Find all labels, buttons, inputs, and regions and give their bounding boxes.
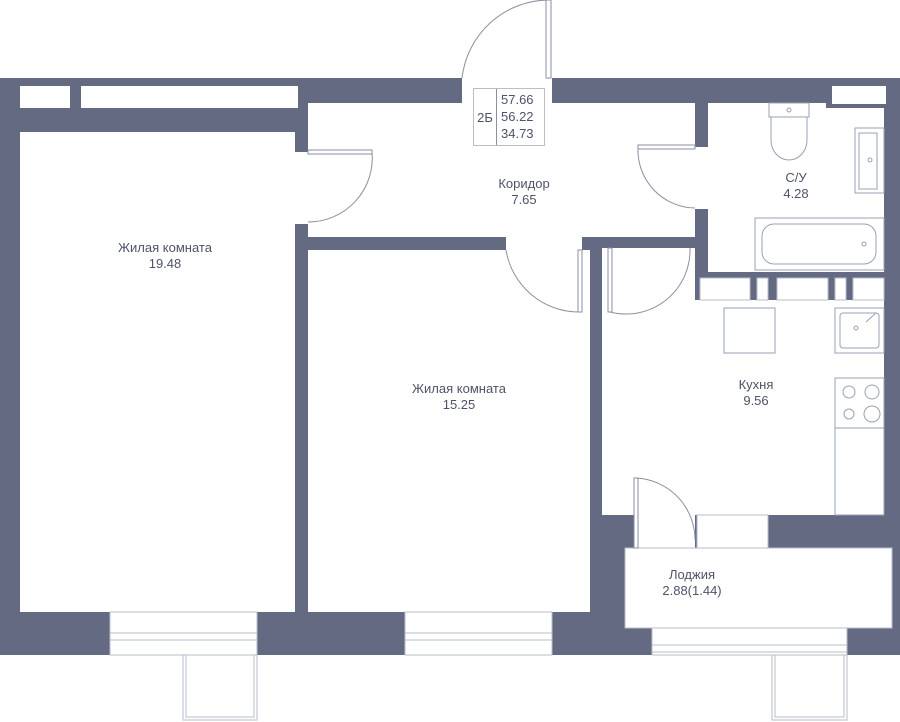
- room-label-kitchen: Кухня 9.56: [739, 377, 774, 409]
- room-kitchen-floor: [602, 248, 695, 308]
- kitchen-cabinet: [723, 307, 776, 354]
- door-opening-bath: [694, 147, 709, 209]
- fixtures: [723, 102, 885, 516]
- living-area: 34.73: [501, 126, 534, 141]
- room-label-bathroom: С/У 4.28: [783, 170, 808, 202]
- room-area: 9.56: [743, 393, 769, 408]
- toilet-tank: [768, 102, 810, 118]
- toilet-bowl: [770, 117, 808, 161]
- room-area: 4.28: [783, 186, 809, 201]
- doors: [307, 0, 696, 549]
- room-area: 15.25: [442, 397, 476, 412]
- apartment-type-code: 2Б: [474, 89, 497, 145]
- room-label-living-2: Жилая комната 15.25: [412, 381, 506, 413]
- washbasin: [854, 127, 885, 194]
- loggia-passage: [635, 515, 695, 549]
- room-living-2-floor: [308, 250, 590, 612]
- windows: [109, 277, 885, 721]
- room-area: 19.48: [148, 256, 182, 271]
- room-bath-floor: [708, 103, 826, 272]
- room-label-corridor: Коридор 7.65: [498, 176, 549, 208]
- room-area: 2.88(1.44): [662, 583, 722, 598]
- bathtub: [754, 217, 885, 271]
- room-living-1-floor: [20, 132, 295, 612]
- room-label-loggia: Лоджия 2.88(1.44): [662, 567, 721, 599]
- room-name: Лоджия: [668, 567, 716, 582]
- apartment-info-box: 2Б 57.66 56.22 34.73: [473, 88, 545, 146]
- room-floors: [20, 78, 893, 629]
- room-name: Коридор: [498, 176, 550, 191]
- room-area: 7.65: [511, 192, 537, 207]
- area-without-loggia: 56.22: [501, 109, 534, 124]
- room-name: Кухня: [738, 377, 774, 392]
- room-name: Жилая комната: [118, 240, 212, 255]
- door-opening-left: [294, 152, 309, 224]
- counter: [834, 427, 885, 516]
- room-name: С/У: [785, 170, 807, 185]
- room-name: Жилая комната: [412, 381, 506, 396]
- room-label-living-1: Жилая комната 19.48: [118, 240, 212, 272]
- door-opening-room2: [506, 236, 582, 251]
- total-area: 57.66: [501, 92, 534, 107]
- room-loggia-floor: [624, 547, 893, 629]
- kitchen-sink: [834, 307, 885, 354]
